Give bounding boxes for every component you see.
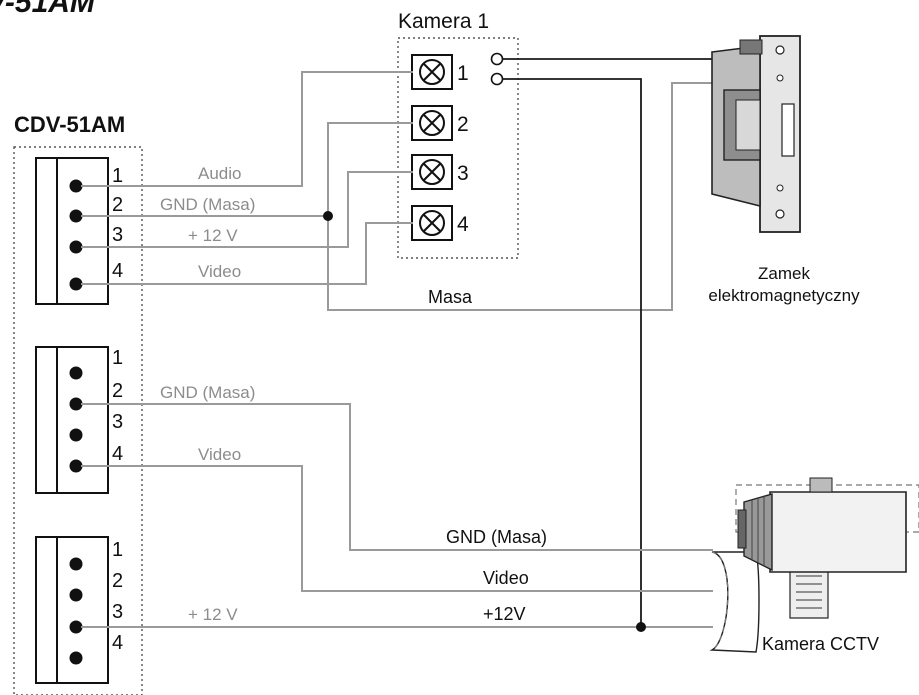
wire-label-12v-cctv: +12V (483, 604, 526, 624)
pin-number: 3 (112, 224, 123, 246)
lock-label-line2: elektromagnetyczny (708, 286, 860, 305)
screw-terminal (411, 154, 453, 190)
lock-contact (490, 72, 504, 86)
terminal-number: 4 (457, 213, 469, 236)
wire-label-gnd: GND (Masa) (160, 195, 255, 214)
pin-dot (69, 179, 83, 193)
pin-number: 2 (112, 380, 123, 402)
pin-number: 1 (112, 165, 123, 187)
terminal-number: 1 (457, 62, 469, 85)
camera1-outline (397, 37, 519, 259)
wire-label-video: Video (198, 262, 241, 281)
device-name: CDV-51AM (14, 112, 125, 137)
camera1-terminals: 1 2 3 4 (411, 52, 504, 241)
wire-label-12v: + 12 V (188, 226, 238, 245)
pin-number: 4 (112, 443, 123, 465)
pin-number: 3 (112, 601, 123, 623)
screw-terminal (411, 105, 453, 141)
junction-dot (323, 211, 333, 221)
terminal-number: 2 (457, 113, 469, 136)
cctv-label: Kamera CCTV (762, 634, 879, 654)
pin-dot (69, 240, 83, 254)
wire-label-masa: Masa (428, 287, 473, 307)
pin-number: 4 (112, 260, 123, 282)
wire-label-gnd-cctv: GND (Masa) (446, 527, 547, 547)
connector-block-3: 1 2 3 4 (35, 536, 123, 684)
wire-label-video: Video (198, 445, 241, 464)
lock-contact (490, 52, 504, 66)
pin-dot (69, 366, 83, 380)
lock-label-line1: Zamek (758, 264, 810, 283)
wires-cctv (81, 403, 713, 628)
pin-dot (69, 428, 83, 442)
pin-number: 2 (112, 570, 123, 592)
screw-terminal (411, 54, 453, 90)
pin-number: 3 (112, 411, 123, 433)
pin-number: 2 (112, 194, 123, 216)
electromagnetic-lock-icon (711, 35, 801, 233)
wire-label-video-cctv: Video (483, 568, 529, 588)
terminal-number: 3 (457, 162, 469, 185)
wire-label-gnd: GND (Masa) (160, 383, 255, 402)
wires-block1 (81, 71, 713, 311)
pin-dot (69, 588, 83, 602)
pin-dot (69, 651, 83, 665)
wire-label-12v: + 12 V (188, 605, 238, 624)
pin-dot (69, 277, 83, 291)
title-fragment: V-51AM (0, 0, 96, 19)
pin-dot (69, 459, 83, 473)
screw-terminal (411, 205, 453, 241)
pin-dot (69, 557, 83, 571)
junction-dot (636, 622, 646, 632)
connector-block-2: 1 2 3 4 (35, 346, 123, 494)
wires-lock (502, 58, 713, 628)
pin-number: 1 (112, 347, 123, 369)
pin-number: 4 (112, 632, 123, 654)
camera1-title: Kamera 1 (398, 10, 489, 33)
pin-dot (69, 209, 83, 223)
wire-label-audio: Audio (198, 164, 241, 183)
pin-number: 1 (112, 539, 123, 561)
connector-block-1: 1 2 3 4 (35, 157, 123, 305)
pin-dot (69, 397, 83, 411)
pin-dot (69, 620, 83, 634)
cctv-camera-icon (709, 477, 919, 653)
device-outline (13, 146, 143, 695)
